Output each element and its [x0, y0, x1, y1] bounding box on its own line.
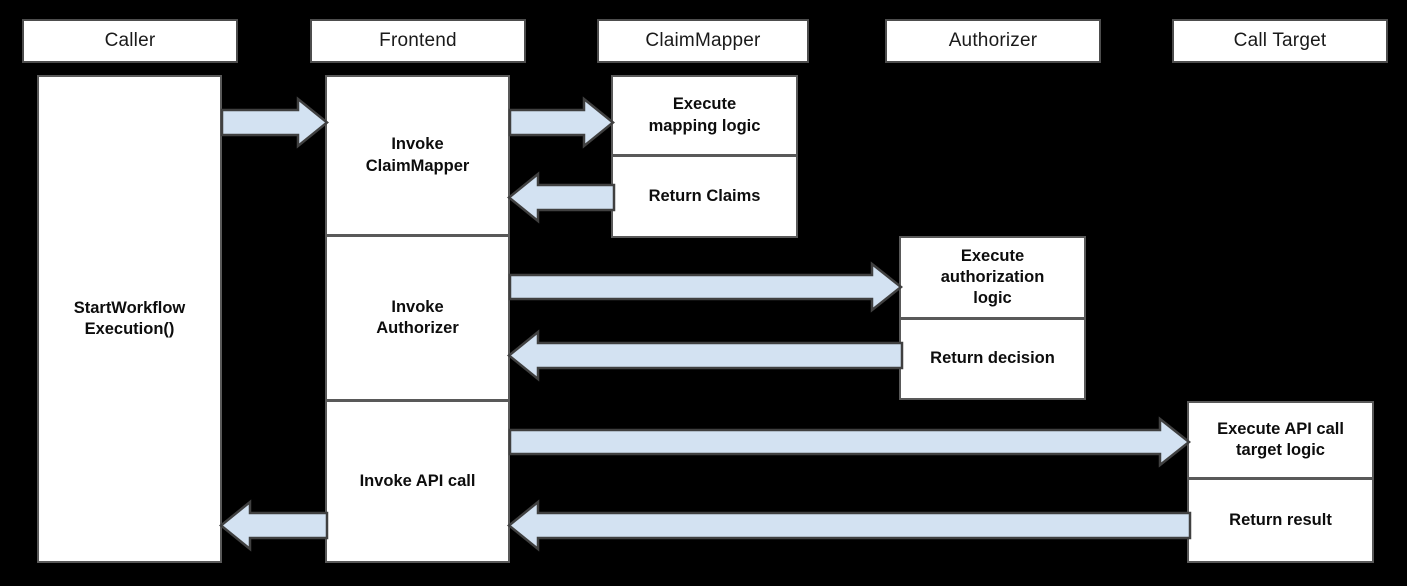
activation-ct-execute-api-call-target-logic[interactable]: Execute API call target logic — [1187, 401, 1374, 479]
msg-caller-to-frontend[interactable] — [220, 96, 329, 149]
msg-calltarget-to-frontend[interactable] — [507, 499, 1192, 552]
msg-frontend-to-authorizer[interactable] — [508, 261, 904, 313]
activation-ct-return-result[interactable]: Return result — [1187, 479, 1374, 563]
activation-frontend-invoke-authorizer-label: Invoke Authorizer — [376, 297, 459, 337]
activation-ct-execute-api-call-target-logic-label: Execute API call target logic — [1217, 419, 1344, 459]
activation-frontend-invoke-claimmapper-label: Invoke ClaimMapper — [365, 135, 470, 175]
lane-header-frontend-label: Frontend — [379, 30, 457, 51]
activation-az-return-decision[interactable]: Return decision — [899, 319, 1086, 400]
lane-header-claimmapper-label: ClaimMapper — [645, 30, 761, 51]
activation-az-execute-authorization-logic-label: Execute authorization logic — [940, 246, 1045, 308]
lane-header-calltarget-label: Call Target — [1233, 30, 1327, 51]
msg-claimmapper-to-frontend[interactable] — [507, 171, 616, 224]
activation-cm-return-claims[interactable]: Return Claims — [611, 156, 798, 238]
activation-frontend-invoke-api-call[interactable]: Invoke API call — [325, 401, 510, 563]
msg-frontend-to-calltarget[interactable] — [508, 416, 1192, 468]
activation-caller-main[interactable]: StartWorkflow Execution() — [37, 75, 222, 563]
activation-frontend-invoke-api-call-label: Invoke API call — [359, 471, 476, 490]
activation-az-execute-authorization-logic[interactable]: Execute authorization logic — [899, 236, 1086, 319]
lane-header-calltarget[interactable]: Call Target — [1172, 19, 1388, 63]
activation-caller-main-label: StartWorkflow Execution() — [73, 298, 186, 338]
lane-header-caller-label: Caller — [104, 30, 156, 51]
activation-frontend-invoke-claimmapper[interactable]: Invoke ClaimMapper — [325, 75, 510, 236]
lane-header-claimmapper[interactable]: ClaimMapper — [597, 19, 809, 63]
activation-cm-return-claims-label: Return Claims — [648, 186, 761, 205]
activation-cm-execute-mapping-logic-label: Execute mapping logic — [648, 95, 761, 135]
msg-frontend-to-claimmapper[interactable] — [508, 96, 615, 149]
lane-header-authorizer[interactable]: Authorizer — [885, 19, 1101, 63]
activation-ct-return-result-label: Return result — [1229, 510, 1332, 529]
lane-header-frontend[interactable]: Frontend — [310, 19, 526, 63]
activation-cm-execute-mapping-logic[interactable]: Execute mapping logic — [611, 75, 798, 156]
activation-frontend-invoke-authorizer[interactable]: Invoke Authorizer — [325, 236, 510, 401]
activation-az-return-decision-label: Return decision — [930, 349, 1055, 368]
lane-header-authorizer-label: Authorizer — [948, 30, 1038, 51]
lane-header-caller[interactable]: Caller — [22, 19, 238, 63]
msg-authorizer-to-frontend[interactable] — [507, 329, 904, 382]
msg-frontend-to-caller[interactable] — [219, 499, 329, 552]
